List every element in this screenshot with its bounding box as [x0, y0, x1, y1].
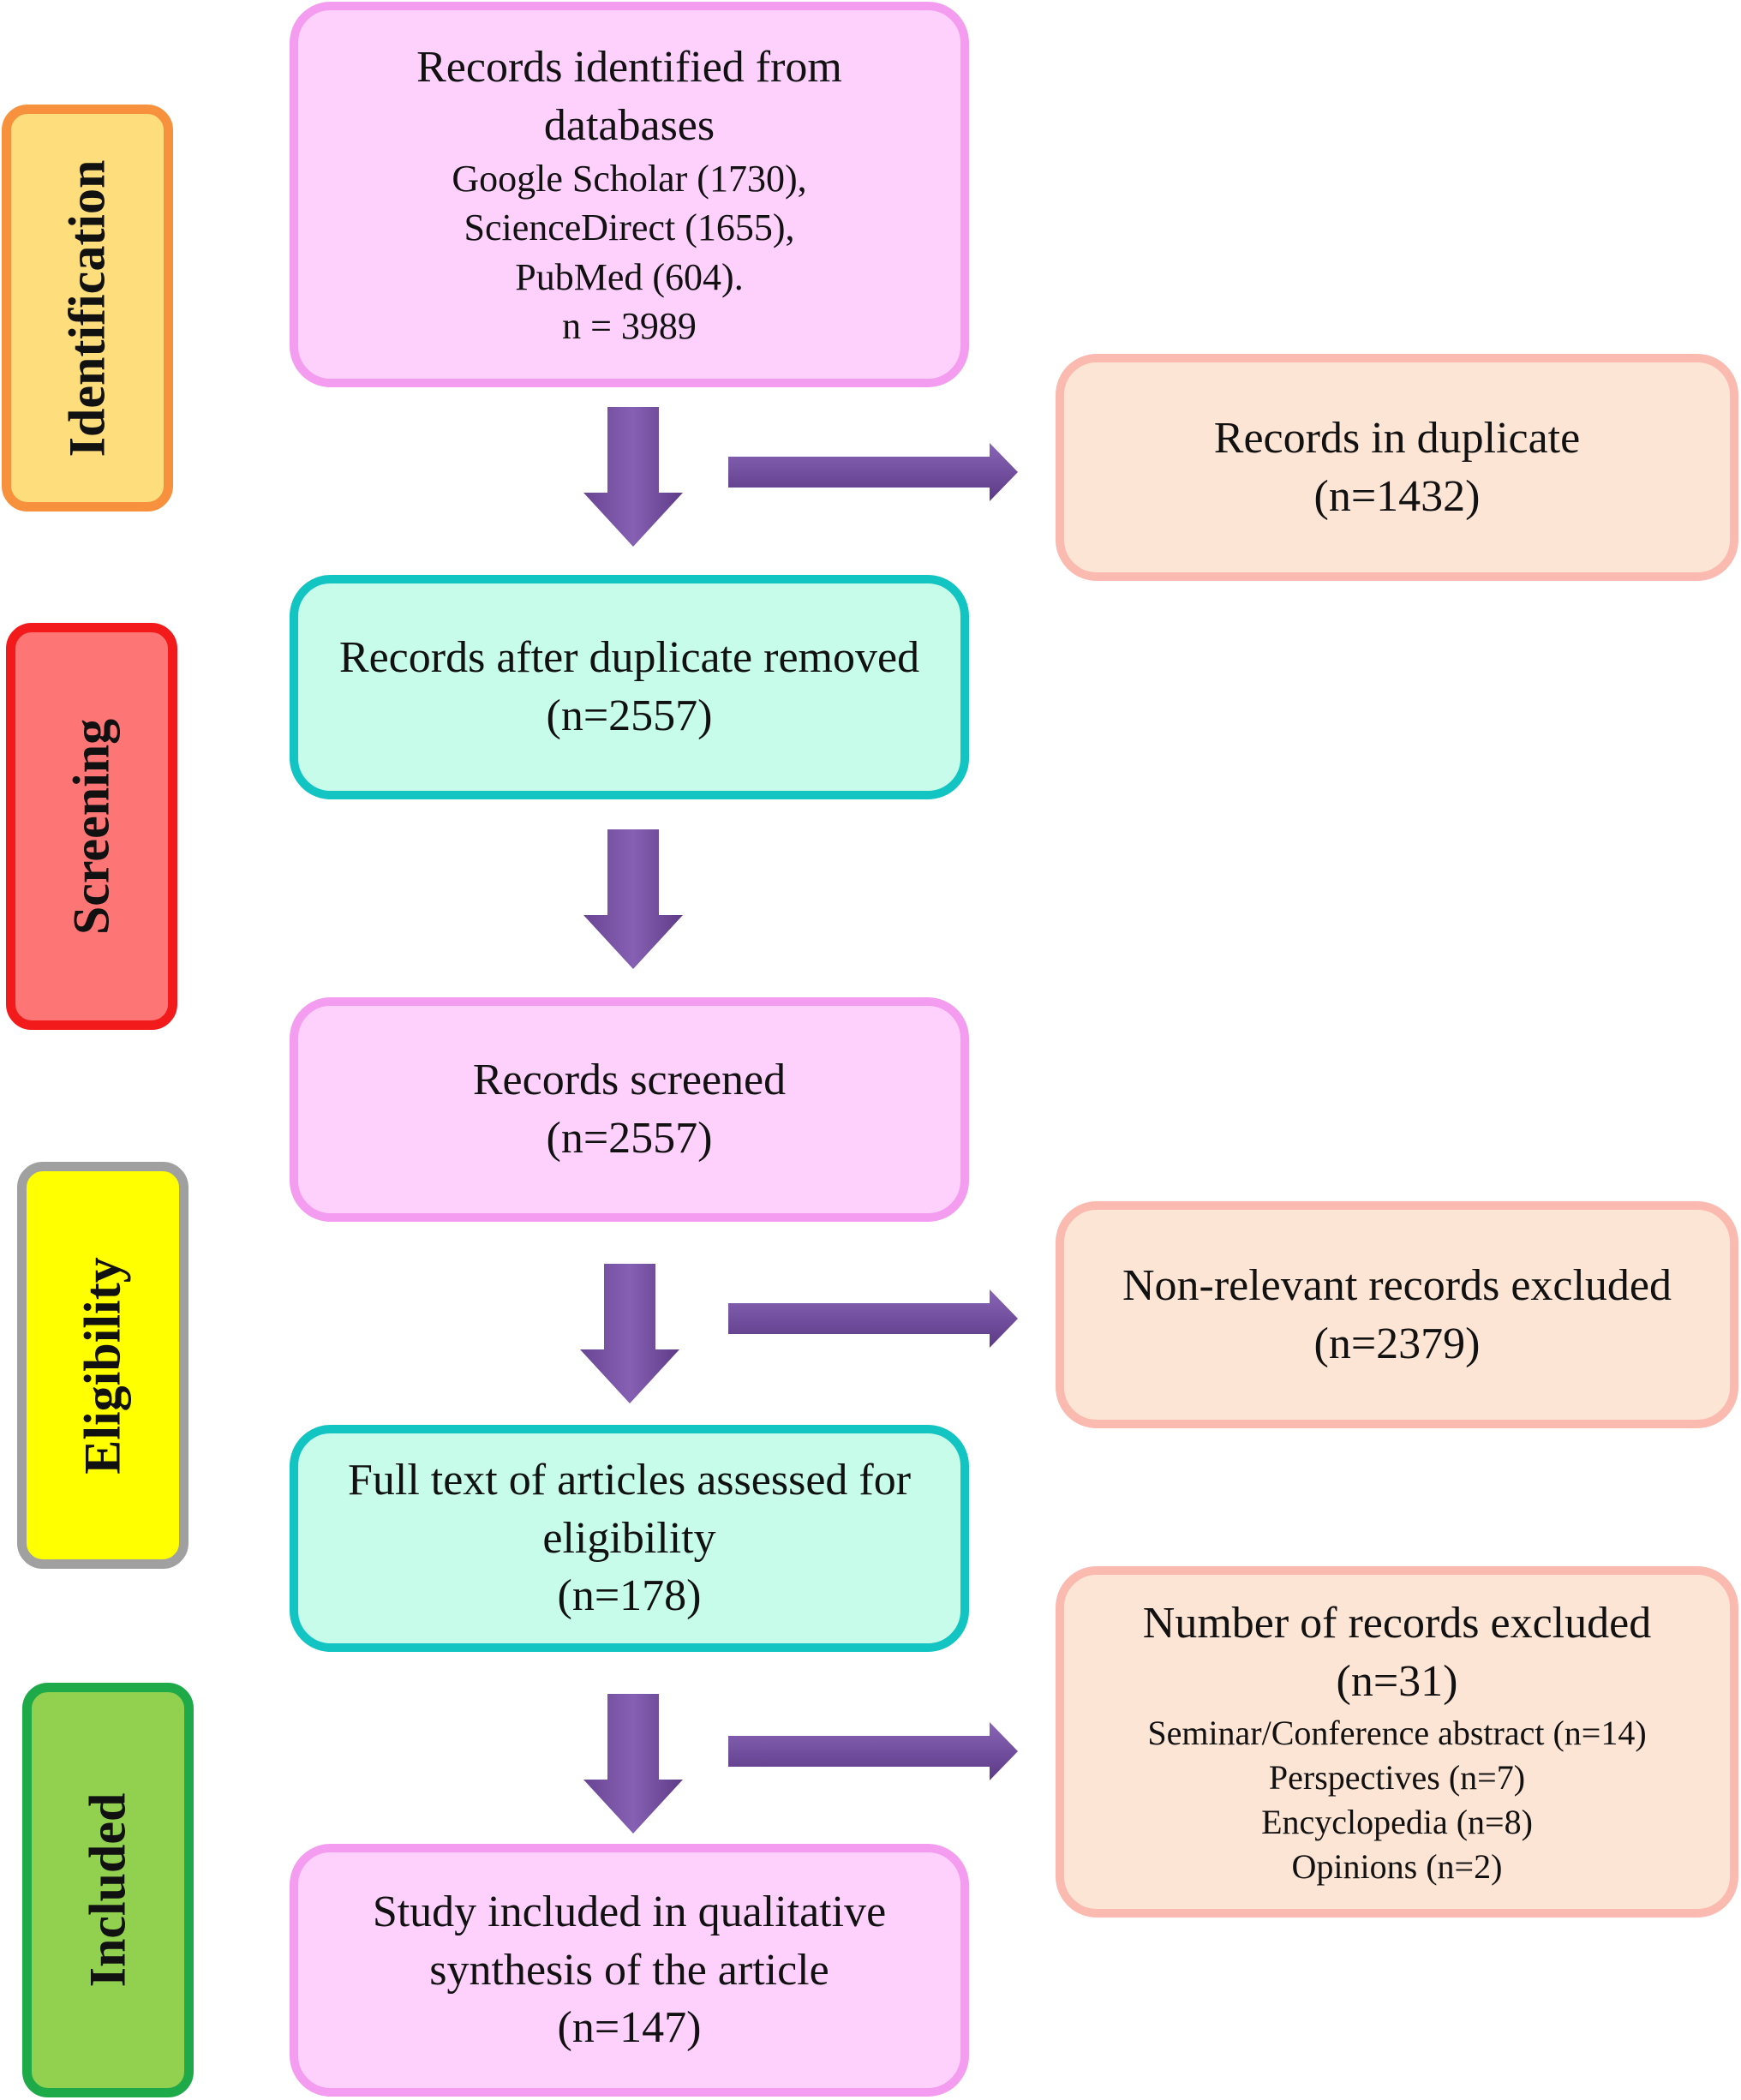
records-identified-count: n = 3989	[562, 304, 697, 347]
excluded-reason-encyclopedia: Encyclopedia (n=8)	[1261, 1802, 1533, 1841]
down-arrow-4	[583, 1694, 683, 1834]
down-arrow-3	[580, 1264, 679, 1403]
box-full-text-assessed: Full text of articles assessed for eligi…	[290, 1425, 969, 1652]
full-text-count: (n=178)	[557, 1571, 702, 1621]
records-excluded-count: (n=31)	[1336, 1657, 1458, 1706]
full-text-title-line2: eligibility	[542, 1513, 716, 1563]
box-records-excluded: Number of records excluded (n=31) Semina…	[1056, 1566, 1738, 1918]
right-arrow-excluded	[728, 1722, 1018, 1780]
box-non-relevant-excluded: Non-relevant records excluded (n=2379)	[1056, 1201, 1738, 1428]
right-arrow-duplicate	[728, 443, 1018, 501]
records-duplicate-count: (n=1432)	[1313, 471, 1481, 521]
records-screened-title: Records screened	[472, 1056, 787, 1105]
right-arrow-non-relevant	[728, 1289, 1018, 1348]
down-arrow-1	[583, 407, 683, 547]
down-arrow-2	[583, 829, 683, 969]
stage-identification-label: Identification	[58, 159, 116, 457]
box-study-included: Study included in qualitative synthesis …	[290, 1844, 969, 2097]
records-after-duplicate-count: (n=2557)	[546, 691, 713, 740]
stage-screening: Screening	[6, 623, 177, 1030]
non-relevant-count: (n=2379)	[1313, 1319, 1481, 1368]
records-duplicate-title: Records in duplicate	[1213, 413, 1581, 463]
box-records-identified: Records identified from databases Google…	[290, 2, 969, 387]
records-identified-source-pubmed: PubMed (604).	[515, 255, 744, 298]
records-identified-source-sciencedirect: ScienceDirect (1655),	[464, 206, 795, 249]
stage-included: Included	[22, 1683, 194, 2097]
stage-included-label: Included	[79, 1792, 136, 1988]
box-records-screened: Records screened (n=2557)	[290, 997, 969, 1222]
records-identified-source-google-scholar: Google Scholar (1730),	[452, 158, 807, 200]
excluded-reason-seminar: Seminar/Conference abstract (n=14)	[1147, 1713, 1647, 1752]
box-records-after-duplicate: Records after duplicate removed (n=2557)	[290, 575, 969, 799]
stage-eligibility-label: Eligibility	[74, 1256, 131, 1475]
stage-identification: Identification	[2, 105, 173, 512]
excluded-reason-opinions: Opinions (n=2)	[1291, 1846, 1503, 1886]
records-identified-title-line1: Records identified from	[416, 43, 842, 93]
full-text-title-line1: Full text of articles assessed for	[347, 1456, 912, 1505]
non-relevant-title: Non-relevant records excluded	[1122, 1260, 1672, 1310]
study-included-title-line2: synthesis of the article	[429, 1945, 829, 1995]
stage-eligibility: Eligibility	[17, 1162, 188, 1569]
records-screened-count: (n=2557)	[546, 1114, 713, 1163]
stage-screening-label: Screening	[63, 718, 120, 935]
study-included-title-line1: Study included in qualitative	[372, 1888, 887, 1937]
excluded-reason-perspectives: Perspectives (n=7)	[1268, 1757, 1526, 1797]
records-after-duplicate-title: Records after duplicate removed	[338, 633, 920, 683]
records-excluded-title: Number of records excluded	[1142, 1599, 1652, 1648]
box-records-duplicate: Records in duplicate (n=1432)	[1056, 354, 1738, 581]
records-identified-title-line2: databases	[543, 100, 715, 150]
study-included-count: (n=147)	[557, 2003, 702, 2053]
